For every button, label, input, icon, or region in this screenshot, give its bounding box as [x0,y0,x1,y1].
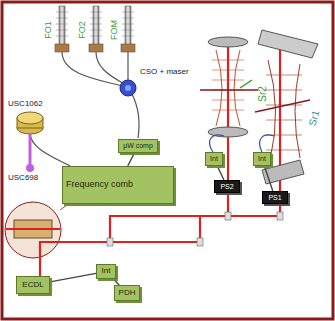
process-box: PDH [114,285,140,301]
cable-connector [50,273,96,282]
box-text: Frequency comb [66,180,133,190]
box-text: PS2 [220,183,233,191]
part-label: CSO + maser [140,68,189,77]
part-label: FOM [110,20,120,40]
process-box: ECDL [16,276,50,294]
box-text: PDH [119,289,136,298]
process-box: PS1 [262,191,288,204]
cable-connector [217,166,224,180]
cable-connector [264,166,272,191]
process-box: Frequency comb [62,166,174,204]
part-label: USC1062 [8,100,43,109]
part-label: FO2 [78,21,88,39]
part-label: Sr2 [257,86,268,102]
part-label: USC698 [8,174,38,183]
box-text: Int [210,155,218,163]
part-label: Sr1 [307,109,322,127]
box-text: ECDL [22,281,43,290]
box-text: μW comp [123,142,153,150]
process-box: Int [205,152,223,166]
box-text: PS1 [268,194,281,202]
process-box: PS2 [214,180,240,193]
process-box: Int [253,152,271,166]
process-box: μW comp [118,139,158,153]
box-text: Int [102,267,111,276]
box-text: Int [258,155,266,163]
part-label: FO1 [44,21,54,39]
cable-connector [128,153,135,166]
process-box: Int [96,264,116,279]
